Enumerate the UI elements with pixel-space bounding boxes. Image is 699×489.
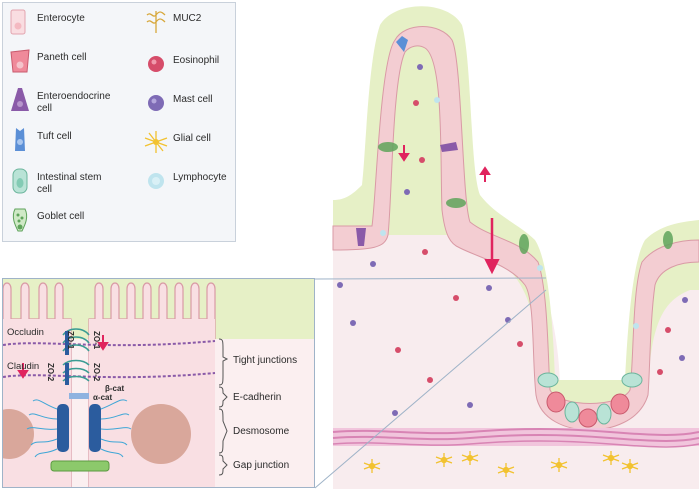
zo1-bar <box>65 331 69 355</box>
inset-label-zo2-right: ZO-2 <box>92 363 101 382</box>
inset-label-claudin: Claudin <box>7 361 40 372</box>
intestinal-stem-cell-icon <box>12 168 28 194</box>
mast-cells <box>337 64 688 416</box>
mucus-layer <box>333 0 699 398</box>
legend-item-mast: Mast cell <box>143 90 212 116</box>
e-cadherin-bars <box>69 393 89 399</box>
inset-label-zo1-left: ZO-1 <box>66 331 75 350</box>
inset-nucleus-right <box>131 404 191 464</box>
inset-red-arrows <box>17 335 109 379</box>
goblet-cell-icon <box>12 208 28 232</box>
muc2-icon <box>146 11 166 33</box>
lymphocytes <box>380 97 639 329</box>
legend-label-lymphocyte: Lymphocyte <box>173 172 227 183</box>
paneth-cell-1 <box>546 391 566 413</box>
epithelium-layer <box>332 26 699 431</box>
stem-cell-1 <box>537 372 559 388</box>
red-arrows <box>398 145 500 275</box>
tight-junction-proteins <box>62 328 90 382</box>
legend-label-goblet: Goblet cell <box>37 211 85 222</box>
paneth-cell-2 <box>578 408 598 428</box>
legend-item-glial: Glial cell <box>143 129 211 155</box>
legend: Enterocyte Paneth cell Enteroendocrine c… <box>2 2 236 242</box>
stem-cell-4 <box>596 403 612 425</box>
inset-label-zo2-left: ZO-2 <box>46 363 55 382</box>
inset-label-alpha-catenin: α-cat <box>93 393 113 402</box>
paneth-cell-icon <box>10 49 30 73</box>
bracket-label-e-cadherin: E-cadherin <box>233 392 282 403</box>
muscle-layer <box>332 428 699 448</box>
junction-inset: Occludin Claudin ZO-1 ZO-1 ZO-2 ZO-2 β-c… <box>2 278 315 488</box>
legend-item-goblet: Goblet cell <box>7 207 84 233</box>
goblet-cell-2 <box>446 198 466 208</box>
crypt-base <box>537 372 643 428</box>
legend-item-paneth: Paneth cell <box>7 48 86 74</box>
legend-item-stem: Intestinal stem cell <box>7 168 101 196</box>
enteroendocrine-cell-villus <box>440 142 458 152</box>
legend-label-stem: Intestinal stem cell <box>37 172 102 195</box>
mucus-coat <box>333 6 699 428</box>
glial-cells <box>363 451 639 477</box>
bracket-label-gap-junction: Gap junction <box>233 460 290 471</box>
eosinophil-icon <box>148 56 164 72</box>
desmosome-plaque-right <box>89 404 101 452</box>
legend-label-glial: Glial cell <box>173 133 211 144</box>
paneth-cell-3 <box>610 393 630 415</box>
legend-label-enteroendocrine: Enteroendocrine cell <box>37 91 111 114</box>
stem-cell-3 <box>564 401 580 423</box>
desmosome-plaque-left <box>57 404 69 452</box>
gap-junction <box>50 460 110 472</box>
legend-item-tuft: Tuft cell <box>7 127 72 153</box>
lymphocyte-icon <box>148 173 164 189</box>
legend-label-tuft: Tuft cell <box>37 131 72 142</box>
legend-label-paneth: Paneth cell <box>37 52 87 63</box>
tuft-cell-icon <box>15 128 25 151</box>
enteroendocrine-cell-icon <box>11 88 29 111</box>
inset-label-zo1-right: ZO-1 <box>92 331 101 350</box>
goblet-cell-1 <box>378 142 398 152</box>
enteroendocrine-cell-left <box>356 228 366 246</box>
bracket-label-tight-junctions: Tight junctions <box>233 355 298 366</box>
eosinophils <box>395 100 671 383</box>
glial-cell-icon <box>144 131 168 153</box>
legend-item-enteroendocrine: Enteroendocrine cell <box>7 87 110 115</box>
legend-label-eosinophil: Eosinophil <box>173 55 220 66</box>
inset-label-occludin: Occludin <box>7 327 44 338</box>
inset-nucleus-left <box>3 409 34 459</box>
legend-label-mast: Mast cell <box>173 94 213 105</box>
zo2-bar <box>65 363 69 385</box>
stem-cell-2 <box>621 372 643 388</box>
zoom-line-top <box>314 277 547 280</box>
legend-item-lymphocyte: Lymphocyte <box>143 168 227 194</box>
inset-label-beta-catenin: β-cat <box>105 384 125 393</box>
enterocyte-icon <box>10 9 26 35</box>
junction-inset-drawing <box>3 279 314 487</box>
legend-label-muc2: MUC2 <box>173 13 202 24</box>
legend-item-eosinophil: Eosinophil <box>143 51 219 77</box>
mast-cell-icon <box>148 95 164 111</box>
legend-item-enterocyte: Enterocyte <box>7 9 85 35</box>
legend-item-muc2: MUC2 <box>143 9 201 35</box>
inset-brackets <box>218 338 229 476</box>
legend-label-enterocyte: Enterocyte <box>37 13 85 24</box>
bracket-label-desmosome: Desmosome <box>233 426 290 437</box>
zoom-line-bottom <box>314 289 547 489</box>
goblet-cell-3 <box>519 234 529 254</box>
goblet-cell-4 <box>663 231 673 249</box>
tuft-cell-villus <box>396 36 408 52</box>
